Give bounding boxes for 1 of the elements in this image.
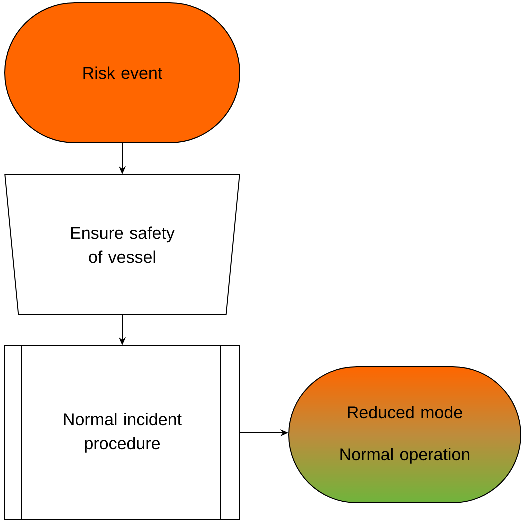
predefined-process-box: Normal incident procedure	[4, 345, 240, 521]
